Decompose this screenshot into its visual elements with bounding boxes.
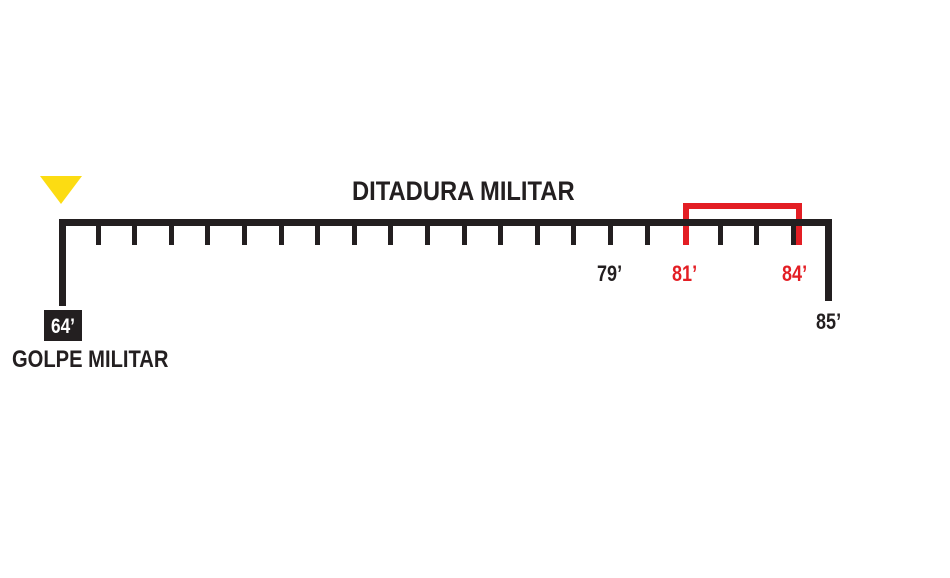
timeline-start-leg xyxy=(59,219,66,306)
start-marker-triangle-icon xyxy=(40,176,82,204)
tick-mark xyxy=(388,226,393,245)
start-year-chip: 64’ xyxy=(44,310,82,341)
tick-mark xyxy=(462,226,467,245)
year-label-85: 85’ xyxy=(816,309,842,334)
tick-mark xyxy=(352,226,357,245)
tick-mark xyxy=(425,226,430,245)
tick-mark xyxy=(279,226,284,245)
tick-mark xyxy=(169,226,174,245)
tick-mark xyxy=(571,226,576,245)
tick-mark xyxy=(205,226,210,245)
year-label-84: 84’ xyxy=(782,261,808,286)
tick-mark xyxy=(96,226,101,245)
tick-mark xyxy=(645,226,650,245)
year-label-81: 81’ xyxy=(672,261,698,286)
start-year-chip-label: 64’ xyxy=(51,315,75,338)
tick-mark xyxy=(242,226,247,245)
tick-mark xyxy=(535,226,540,245)
year-label-79: 79’ xyxy=(597,261,623,286)
tick-mark xyxy=(791,226,796,245)
start-event-label: GOLPE MILITAR xyxy=(12,346,169,373)
timeline-axis xyxy=(59,219,832,226)
highlight-bracket-top xyxy=(683,203,802,209)
era-title: DITADURA MILITAR xyxy=(352,176,575,206)
tick-mark xyxy=(132,226,137,245)
tick-mark xyxy=(608,226,613,245)
tick-mark xyxy=(718,226,723,245)
tick-mark xyxy=(315,226,320,245)
timeline-end-leg xyxy=(825,219,832,301)
tick-mark xyxy=(498,226,503,245)
tick-mark xyxy=(754,226,759,245)
